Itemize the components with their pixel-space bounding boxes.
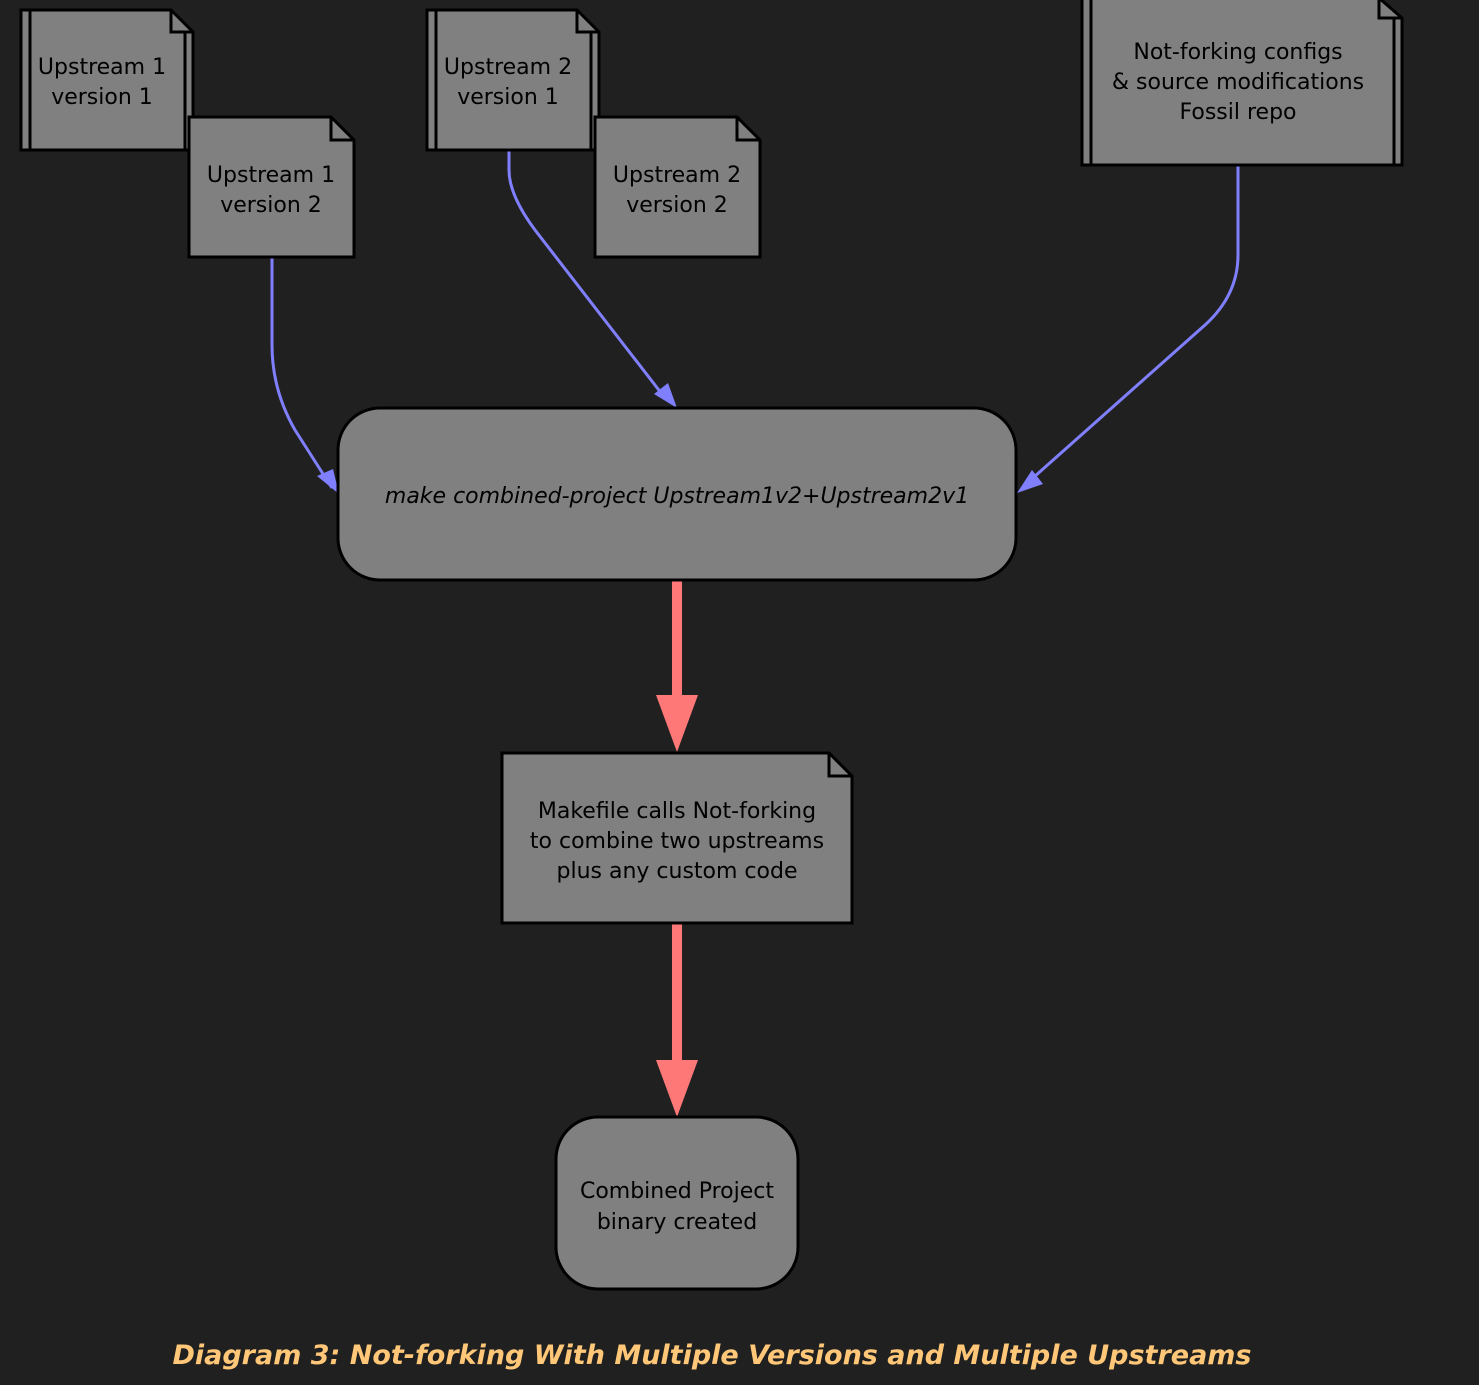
upstream2-v2-line2: version 2 (626, 193, 728, 218)
diagram-caption: Diagram 3: Not-forking With Multiple Ver… (172, 1340, 1252, 1371)
node-fossil-repo: Not-forking configs & source modificatio… (1080, 0, 1404, 167)
edge-upstream1-v2-to-make (270, 258, 334, 489)
makefile-line2: to combine two upstreams (530, 829, 824, 854)
edge-fossil-to-make (1024, 165, 1240, 487)
upstream1-v1-line1: Upstream 1 (38, 55, 166, 80)
result-line2: binary created (597, 1210, 757, 1235)
arrowhead-upstream2-v1 (654, 383, 677, 408)
makefile-line1: Makefile calls Not-forking (538, 799, 816, 824)
arrowhead-fossil (1017, 470, 1043, 493)
fossil-line3: Fossil repo (1180, 100, 1297, 125)
upstream2-v1-line1: Upstream 2 (444, 55, 572, 80)
node-upstream1-version1: Upstream 1 version 1 (19, 8, 195, 152)
make-command-text: make combined-project Upstream1v2+Upstre… (385, 484, 969, 509)
fossil-line2: & source modifications (1112, 70, 1364, 95)
arrowhead-make-to-makefile (656, 695, 698, 752)
upstream1-v2-line2: version 2 (220, 193, 322, 218)
arrowhead-upstream1-v2 (317, 469, 339, 494)
node-makefile-note: Makefile calls Not-forking to combine tw… (500, 751, 854, 925)
makefile-line3: plus any custom code (557, 859, 798, 884)
fossil-line1: Not-forking configs (1133, 40, 1342, 65)
result-line1: Combined Project (580, 1179, 774, 1204)
node-upstream1-version2: Upstream 1 version 2 (187, 115, 356, 259)
upstream2-v1-line2: version 1 (457, 85, 559, 110)
node-combined-project: Combined Project binary created (554, 1115, 800, 1291)
upstream1-v2-line1: Upstream 1 (207, 163, 335, 188)
upstream1-v1-line2: version 1 (51, 85, 153, 110)
edge-upstream2-v1-to-make (507, 150, 667, 399)
node-upstream2-version1: Upstream 2 version 1 (425, 8, 601, 152)
node-upstream2-version2: Upstream 2 version 2 (593, 115, 762, 259)
node-make-command: make combined-project Upstream1v2+Upstre… (336, 406, 1018, 582)
arrowhead-makefile-to-result (656, 1060, 698, 1117)
upstream2-v2-line1: Upstream 2 (613, 163, 741, 188)
